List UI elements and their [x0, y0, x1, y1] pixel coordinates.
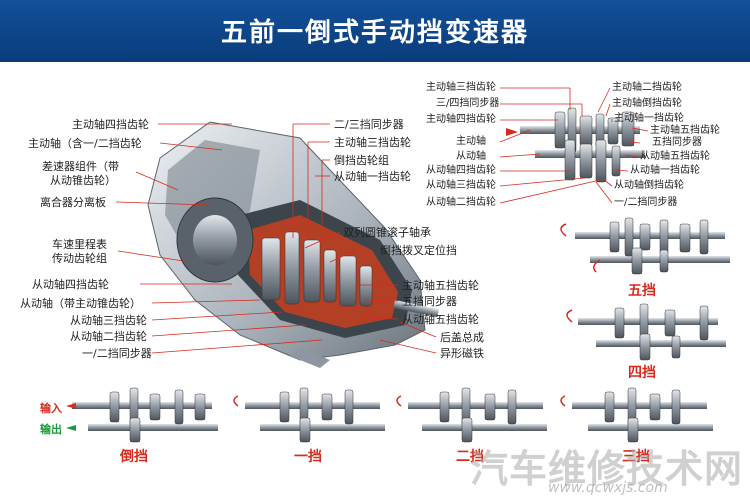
label-r-output-shaft: 从动轴 [456, 151, 486, 162]
label-r-input-2nd-gear: 主动轴二挡齿轮 [612, 82, 682, 93]
label-r-output-2nd-gear: 从动轴二挡齿轮 [426, 197, 496, 208]
label-differential-1: 差速器组件（带 [42, 160, 119, 173]
input-label: 输入 [40, 402, 62, 415]
label-input-shaft: 主动轴（含一/二挡齿轮 [28, 137, 142, 150]
label-output-1st-gear: 从动轴一挡齿轮 [334, 170, 411, 183]
gear-state-drawings [66, 217, 730, 443]
label-tapered-roller-bearing: 双列圆锥滚子轴承 [343, 226, 431, 239]
gear-label-third: 三挡 [622, 449, 650, 465]
output-label: 输出 [40, 423, 62, 436]
gear-label-first: 一挡 [294, 449, 322, 465]
label-r-5th-synchronizer: 五挡同步器 [652, 137, 702, 148]
watermark-name: 汽车维修技术网 [470, 447, 744, 491]
label-reverse-gear-set: 倒挡齿轮组 [334, 154, 389, 167]
label-rear-cover: 后盖总成 [440, 331, 484, 344]
gear-label-fourth: 四挡 [628, 365, 656, 381]
label-reverse-fork-stop: 倒挡拨叉定位挡 [380, 244, 457, 257]
gear-label-reverse: 倒挡 [120, 449, 148, 465]
label-input-4th-gear: 主动轴四挡齿轮 [72, 118, 149, 131]
label-r-input-3rd-gear: 主动轴三挡齿轮 [426, 82, 496, 93]
label-2-3-synchronizer: 二/三挡同步器 [334, 118, 404, 131]
label-differential-2: 从动锥齿轮） [50, 174, 116, 187]
title-banner [0, 0, 750, 62]
label-1-2-synchronizer: 一/二挡同步器 [82, 347, 152, 360]
label-r-output-4th-gear: 从动轴四挡齿轮 [426, 165, 496, 176]
label-r-input-shaft: 主动轴 [456, 136, 486, 147]
watermark-url: www.qcwxjs.com [548, 480, 668, 496]
label-clutch-release-plate: 离合器分离板 [40, 196, 106, 209]
transmission-illustration [147, 121, 440, 368]
label-r-input-reverse-gear: 主动轴倒挡齿轮 [612, 98, 682, 109]
label-r-output-reverse-gear: 从动轴倒挡齿轮 [614, 180, 684, 191]
label-r-3-4-synchronizer: 三/四挡同步器 [436, 98, 500, 109]
gear-label-fifth: 五挡 [628, 283, 656, 299]
middle-leader-lines [292, 123, 437, 354]
left-leader-lines [115, 123, 323, 354]
label-output-shaft: 从动轴（带主动锥齿轮） [20, 297, 141, 310]
shaft-assembly-detail [506, 107, 645, 183]
page-title: 五前一倒式手动挡变速器 [220, 18, 529, 48]
label-shaped-magnet: 异形磁铁 [440, 347, 484, 360]
label-r-output-5th-gear: 从动轴五挡齿轮 [640, 151, 710, 162]
label-output-3rd-gear: 从动轴三挡齿轮 [70, 314, 147, 327]
label-speedometer-2: 传动齿轮组 [52, 252, 107, 265]
label-r-1-2-synchronizer: 一/二挡同步器 [614, 197, 678, 208]
label-input-3rd-gear: 主动轴三挡齿轮 [334, 136, 411, 149]
label-output-2nd-gear: 从动轴二挡齿轮 [70, 330, 147, 343]
label-output-4th-gear: 从动轴四挡齿轮 [32, 278, 109, 291]
label-input-5th-gear: 主动轴五挡齿轮 [402, 279, 479, 292]
label-5th-synchronizer: 五挡同步器 [402, 295, 457, 308]
label-r-output-3rd-gear: 从动轴三挡齿轮 [426, 180, 496, 191]
gear-label-second: 二挡 [456, 449, 484, 465]
label-r-output-1st-gear: 从动轴一挡齿轮 [630, 165, 700, 176]
label-r-input-1st-gear: 主动轴一挡齿轮 [614, 113, 684, 124]
label-speedometer-1: 车速里程表 [52, 238, 107, 251]
right-leader-lines [499, 87, 649, 204]
label-r-input-4th-gear: 主动轴四挡齿轮 [426, 114, 496, 125]
label-output-5th-gear: 从动轴五挡齿轮 [402, 313, 479, 326]
label-r-input-5th-gear: 主动轴五挡齿轮 [650, 125, 720, 136]
